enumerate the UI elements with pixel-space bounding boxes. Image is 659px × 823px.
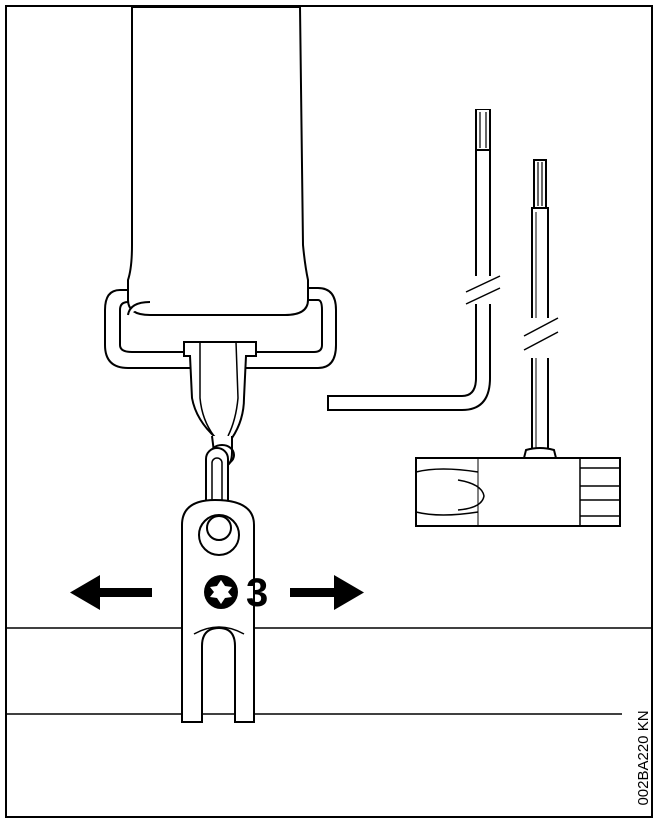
torx-t-handle-icon xyxy=(415,159,621,527)
step-number: 3 xyxy=(246,571,269,615)
arrow-left-icon xyxy=(70,575,152,610)
torx-l-key-icon xyxy=(327,109,501,411)
arrow-right-icon xyxy=(290,575,364,610)
anchor-plate xyxy=(181,498,255,723)
reference-code: 002BA220 KN xyxy=(635,710,652,806)
figure-frame xyxy=(5,5,653,818)
seat-belt-webbing xyxy=(127,6,309,316)
torx-socket-icon xyxy=(204,575,238,609)
